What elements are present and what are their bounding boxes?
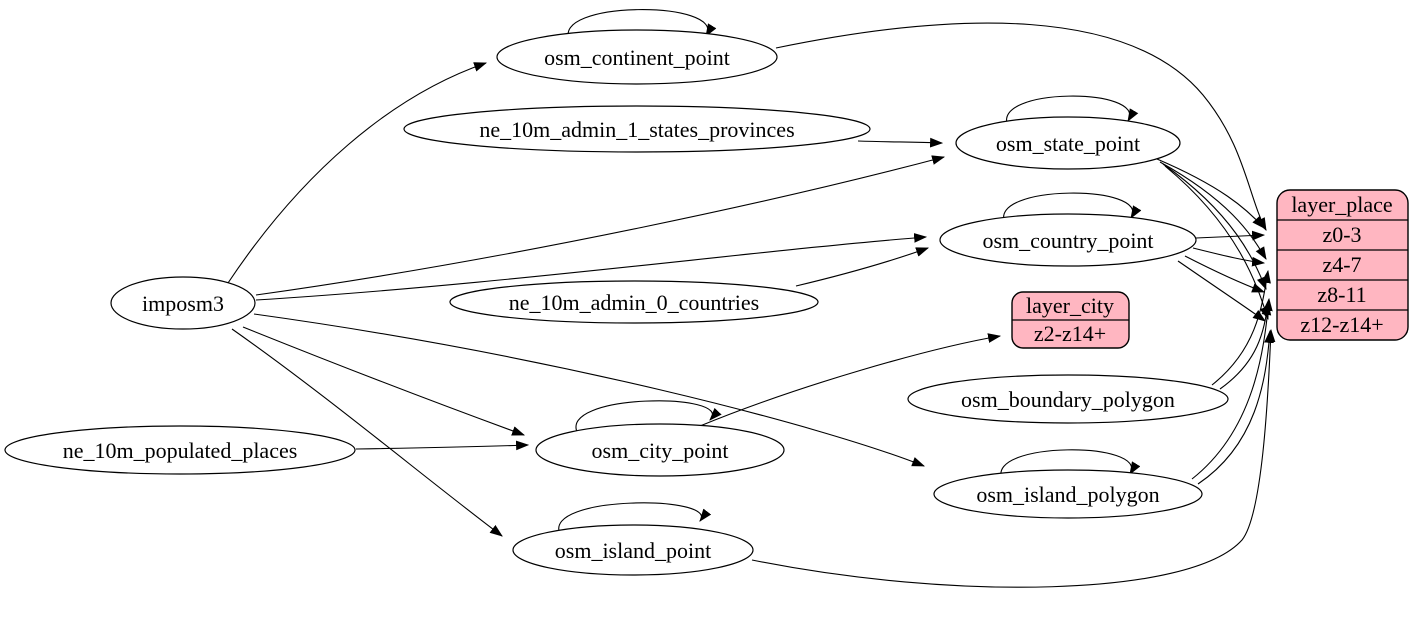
layer-place-row-z0-3: z0-3 [1322,222,1361,247]
edge-layer [227,22,1276,588]
node-imposm3: imposm3 [110,276,256,330]
record-layer-place: layer_place z0-3 z4-7 z8-11 z12-z14+ [1276,189,1409,341]
edge-imposm3-to-osm-state-point [255,155,946,296]
edge-osm-country-point-to-layer-place-z12-z14 [1177,260,1266,322]
edge-osm-city-point-to-layer-city-z2-z14 [699,333,1002,427]
edge-ne-10m-admin-0-to-osm-country-point [795,247,930,287]
edge-osm-boundary-polygon-to-layer-place-z4-7 [1211,269,1271,386]
ne-10m-populated-places-ellipse [4,425,356,475]
edge-osm-state-point-to-layer-place-z0-3 [1156,158,1265,229]
osm-city-point-label: osm_city_point [592,438,729,463]
osm-island-point-label: osm_island_point [555,538,711,563]
osm-island-polygon-ellipse [933,469,1203,519]
osm-boundary-polygon-ellipse [907,374,1229,424]
edge-osm-state-point-to-layer-place-z4-7 [1159,161,1267,260]
layer-place-header: layer_place [1291,192,1392,217]
edge-osm-country-point-to-layer-place-z8-11 [1184,255,1266,293]
node-osm-island-point: osm_island_point [512,524,754,576]
imposm3-ellipse [110,276,256,330]
edge-imposm3-to-osm-continent-point [227,62,488,284]
edge-imposm3-to-osm-island-polygon [253,313,926,467]
edge-osm-country-point-to-layer-place-z4-7 [1192,247,1266,267]
osm-continent-point-label: osm_continent_point [544,45,730,70]
edge-imposm3-to-osm-country-point [255,233,928,301]
osm-country-point-label: osm_country_point [982,228,1153,253]
edge-imposm3-to-osm-city-point [242,326,526,436]
ne-10m-admin-1-ellipse [403,105,871,153]
edge-osm-boundary-polygon-to-layer-place-z8-11 [1219,301,1272,390]
ne-10m-admin-0-label: ne_10m_admin_0_countries [509,290,760,315]
node-osm-continent-point: osm_continent_point [496,29,778,85]
self-loop-osm-island-point [558,502,712,535]
self-loop-osm-state-point [1006,95,1139,127]
self-loop-osm-country-point [1003,192,1142,224]
layer-city-row-z2-z14: z2-z14+ [1034,321,1106,346]
node-ne-10m-admin-0-countries: ne_10m_admin_0_countries [449,280,819,324]
osm-state-point-ellipse [955,116,1181,170]
node-osm-country-point: osm_country_point [939,213,1197,267]
node-osm-island-polygon: osm_island_polygon [933,469,1203,519]
node-ne-10m-populated-places: ne_10m_populated_places [4,425,356,475]
node-osm-state-point: osm_state_point [955,116,1181,170]
edge-ne-10m-admin-1-to-osm-state-point [857,137,944,148]
ne-10m-populated-places-label: ne_10m_populated_places [63,438,298,463]
self-loop-layer [558,9,1142,535]
osm-island-point-ellipse [512,524,754,576]
imposm3-label: imposm3 [142,291,224,316]
node-osm-boundary-polygon: osm_boundary_polygon [907,374,1229,424]
edge-osm-continent-point-to-layer-place-z0-3 [775,22,1267,231]
self-loop-osm-city-point [575,400,722,435]
osm-boundary-polygon-label: osm_boundary_polygon [961,387,1175,412]
ne-10m-admin-0-ellipse [449,280,819,324]
node-layer: imposm3 osm_continent_point ne_10m_admin… [4,29,1229,576]
self-loop-osm-continent-point [567,9,717,42]
self-loop-osm-island-polygon [1000,449,1141,480]
record-layer-city: layer_city z2-z14+ [1011,291,1130,349]
layer-city-header: layer_city [1026,293,1114,318]
edge-osm-country-point-to-layer-place-z0-3 [1195,230,1266,241]
layer-place-row-z12-z14: z12-z14+ [1300,312,1383,337]
edge-ne-10m-populated-places-to-osm-city-point [355,440,530,451]
node-osm-city-point: osm_city_point [535,423,785,477]
edge-osm-island-polygon-to-layer-place-z8-11 [1191,297,1273,480]
osm-state-point-label: osm_state_point [996,131,1140,156]
osm-country-point-ellipse [939,213,1197,267]
layer-place-row-z8-11: z8-11 [1317,282,1366,307]
osm-island-polygon-label: osm_island_polygon [976,482,1159,507]
edge-osm-island-polygon-to-layer-place-z12-z14 [1197,329,1274,485]
edge-osm-island-point-to-layer-place-z12-z14 [751,328,1276,588]
edge-imposm3-to-osm-island-point [231,328,503,537]
node-ne-10m-admin-1-states-provinces: ne_10m_admin_1_states_provinces [403,105,871,153]
layer-place-box [1276,189,1409,341]
layer-place-row-z4-7: z4-7 [1322,252,1361,277]
osm-continent-point-ellipse [496,29,778,85]
osm-city-point-ellipse [535,423,785,477]
ne-10m-admin-1-label: ne_10m_admin_1_states_provinces [479,117,794,142]
